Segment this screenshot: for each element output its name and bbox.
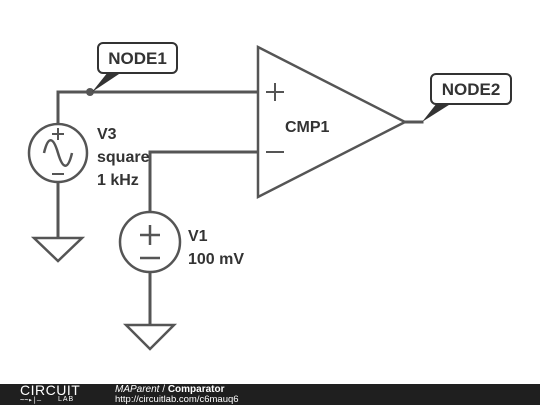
author-link[interactable]: MAParent — [115, 384, 160, 395]
circuit-url[interactable]: http://circuitlab.com/c6mauq6 — [115, 394, 239, 405]
circuit-schematic: NODE1 NODE2 CMP1 V3 square 1 kHz V1 100 … — [27, 42, 512, 351]
logo-circuit-text: CIRCUIT — [20, 382, 81, 398]
ground-icon — [122, 323, 178, 351]
wire-node1 — [56, 90, 260, 127]
node1-label: NODE1 — [108, 49, 167, 68]
v1-name: V1 — [188, 228, 208, 245]
comparator-name: CMP1 — [285, 119, 330, 136]
junction-dot — [86, 88, 94, 96]
v3-name: V3 — [97, 126, 117, 143]
sine-wave-icon — [42, 139, 74, 167]
footer-bar: CIRCUIT ~~▸|— LAB MAParent / Comparator … — [0, 382, 540, 405]
wires — [56, 90, 424, 327]
circuit-title: Comparator — [167, 384, 225, 395]
ground-triangle-v3 — [30, 236, 86, 263]
wire-inverting-input — [148, 150, 260, 214]
v1-value: 100 mV — [188, 251, 244, 268]
v1-source[interactable]: V1 100 mV — [118, 210, 244, 274]
node1-tag-pointer — [92, 72, 122, 92]
node1-tag[interactable]: NODE1 — [92, 42, 178, 92]
v3-source[interactable]: V3 square 1 kHz — [27, 122, 150, 189]
node1-tag-box — [97, 42, 178, 74]
comparator-triangle — [256, 44, 408, 200]
v3-frequency: 1 kHz — [97, 172, 139, 189]
node2-tag-box — [430, 73, 512, 105]
circuit-meta: MAParent / Comparator — [115, 385, 225, 395]
circuitlab-logo[interactable]: CIRCUIT ~~▸|— LAB — [20, 382, 98, 405]
ground-triangle-v1 — [122, 323, 178, 351]
v3-waveform: square — [97, 149, 150, 166]
meta-separator: / — [159, 384, 168, 395]
node2-tag-pointer — [422, 103, 452, 122]
ground-icon — [30, 236, 86, 263]
logo-lab-text: LAB — [58, 396, 75, 403]
node2-tag[interactable]: NODE2 — [422, 73, 512, 122]
logo-mark-icon: ~~▸|— — [20, 396, 42, 404]
comparator-cmp1[interactable]: CMP1 — [256, 44, 408, 200]
node2-label: NODE2 — [442, 80, 501, 99]
